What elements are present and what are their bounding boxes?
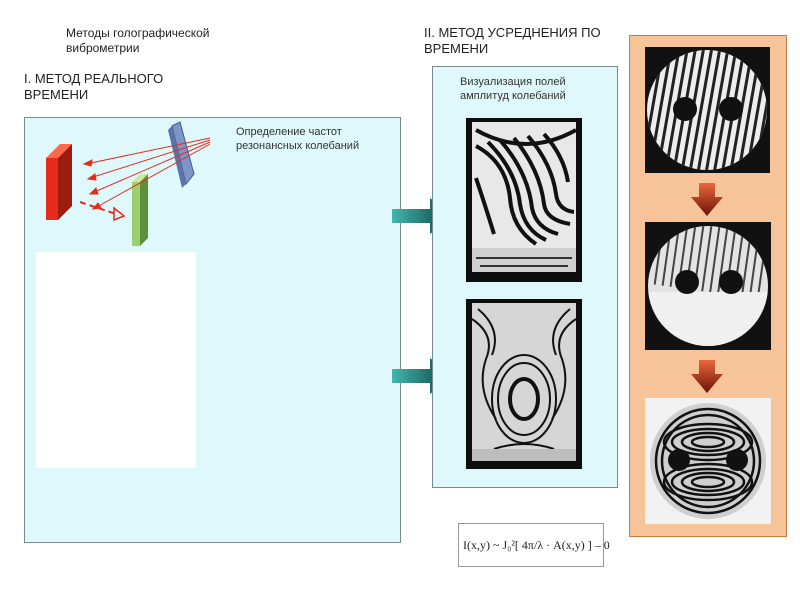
- orange-arrow-down-icon: [691, 183, 723, 216]
- resonance-frequency-label: Определение частот резонансных колебаний: [236, 126, 360, 152]
- mirror-icon: [168, 121, 195, 188]
- main-title: Методы голографической виброметрии: [66, 26, 210, 55]
- disk-fringe-image-3: [645, 398, 771, 524]
- amplitude-visualization-label: Визуализация полей амплитуд колебаний: [460, 76, 566, 102]
- section2-heading: II. МЕТОД УСРЕДНЕНИЯ ПО ВРЕМЕНИ: [424, 25, 601, 56]
- orange-arrow-down-icon: [691, 360, 723, 393]
- intensity-formula: I(x,y) ~ J₀²[ 4π/λ · A(x,y) ] – 0: [458, 523, 610, 567]
- disk-fringe-image-1: [645, 47, 770, 173]
- laser-rays: [79, 137, 211, 222]
- hologram-plate-icon: [132, 174, 148, 246]
- section1-heading: I. МЕТОД РЕАЛЬНОГО ВРЕМЕНИ: [24, 71, 164, 102]
- laser-icon: [46, 144, 72, 220]
- hologram-image-2: [466, 299, 582, 469]
- disk-fringe-image-2: [645, 222, 771, 350]
- hologram-image-1: [466, 118, 582, 282]
- formula-text: I(x,y) ~ J₀²[ 4π/λ · A(x,y) ] – 0: [463, 538, 610, 552]
- optical-setup-diagram: [46, 121, 211, 246]
- empty-image-placeholder: [36, 252, 196, 468]
